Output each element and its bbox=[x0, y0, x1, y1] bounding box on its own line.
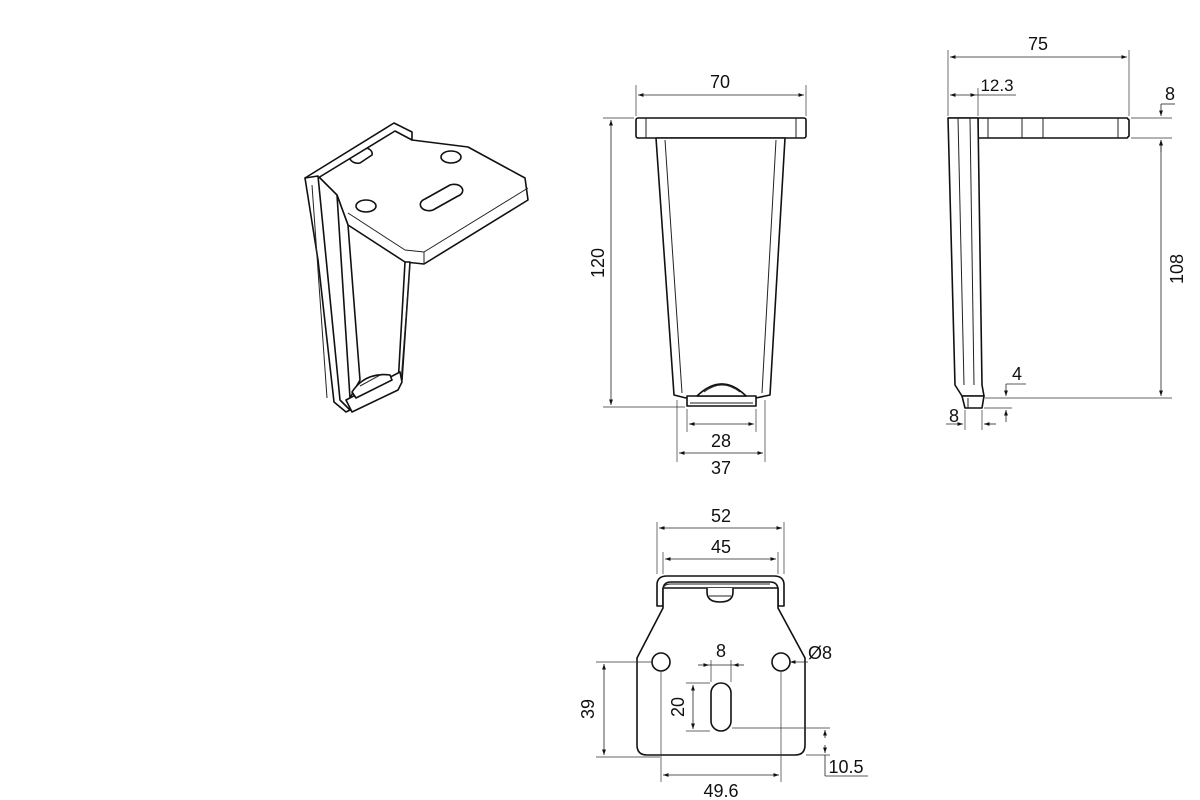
side-dim-4-label: 4 bbox=[1012, 364, 1022, 384]
iso-leg-outer bbox=[304, 175, 351, 413]
top-dim-20-label: 20 bbox=[668, 697, 688, 717]
iso-hole-right bbox=[440, 150, 462, 164]
top-dim-diameter-label: Ø8 bbox=[808, 643, 832, 663]
side-dim-8-foot-label: 8 bbox=[949, 406, 959, 426]
top-dim-8-label: 8 bbox=[716, 641, 726, 661]
side-foot bbox=[961, 395, 985, 409]
front-leg bbox=[655, 137, 786, 399]
top-hole-left bbox=[651, 652, 671, 672]
side-dim-75-label: 75 bbox=[1028, 34, 1048, 54]
front-dim-28-label: 28 bbox=[711, 431, 731, 451]
top-dim-10-5-label: 10.5 bbox=[828, 757, 863, 777]
side-dim-12-3-label: 12.3 bbox=[980, 76, 1013, 95]
top-hole-right bbox=[771, 652, 791, 672]
front-dim-70-label: 70 bbox=[710, 72, 730, 92]
top-dim-52-label: 52 bbox=[711, 506, 731, 526]
front-dim-37-label: 37 bbox=[711, 458, 731, 478]
isometric-view bbox=[304, 122, 529, 413]
front-dim-120-label: 120 bbox=[588, 248, 608, 278]
iso-hole-left bbox=[355, 199, 377, 213]
top-dim-39-label: 39 bbox=[578, 699, 598, 719]
top-slot bbox=[710, 682, 732, 732]
front-top-plate bbox=[635, 117, 807, 139]
side-view: 75 12.3 8 108 4 8 bbox=[946, 34, 1187, 430]
iso-slot bbox=[419, 183, 464, 212]
front-foot bbox=[686, 395, 757, 407]
side-dim-108-label: 108 bbox=[1167, 254, 1187, 284]
iso-leg-inner bbox=[336, 194, 361, 399]
top-dim-49-6-label: 49.6 bbox=[703, 781, 738, 800]
top-view: 52 45 8 Ø8 20 39 10.5 bbox=[578, 506, 868, 800]
side-leg bbox=[947, 117, 985, 397]
top-dim-45-label: 45 bbox=[711, 537, 731, 557]
top-plate bbox=[636, 587, 806, 756]
top-back-hole bbox=[706, 588, 734, 603]
front-view: 70 120 28 37 bbox=[588, 72, 807, 478]
side-dim-8-top-label: 8 bbox=[1165, 84, 1175, 104]
